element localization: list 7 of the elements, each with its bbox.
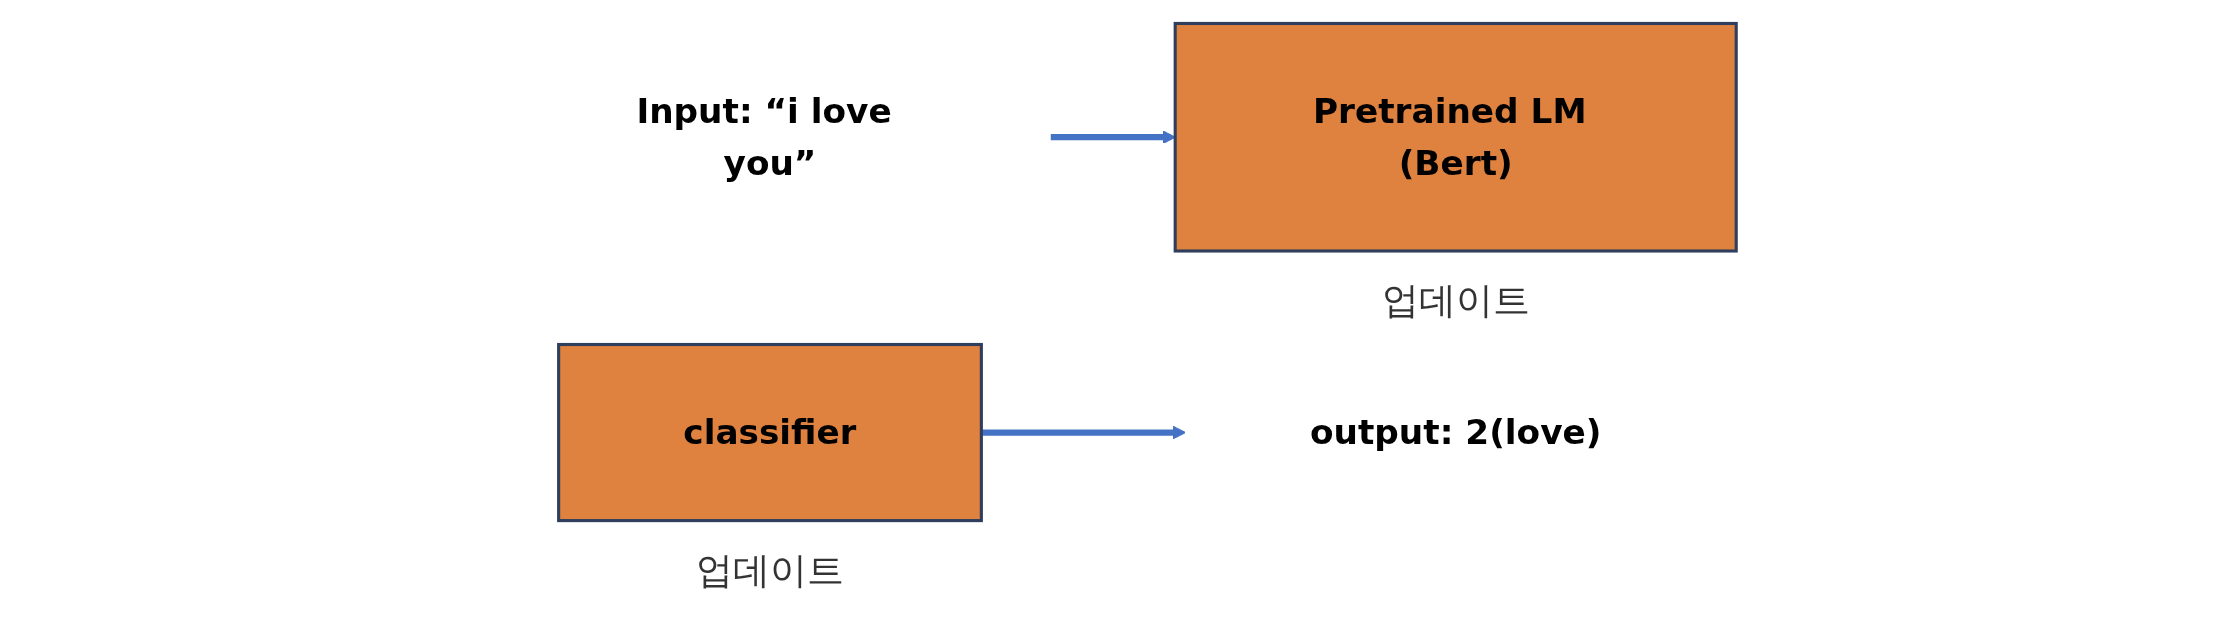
node-box: classifier	[557, 342, 984, 523]
node-box: Pretrained LM (Bert)	[1173, 21, 1738, 253]
caption-text: 업데이트	[696, 547, 845, 592]
node-text: output: 2(love)	[1310, 413, 1602, 453]
caption-text: 업데이트	[1381, 278, 1530, 323]
node-text: Input: “i love you”	[636, 92, 892, 183]
arrow	[981, 425, 1187, 440]
